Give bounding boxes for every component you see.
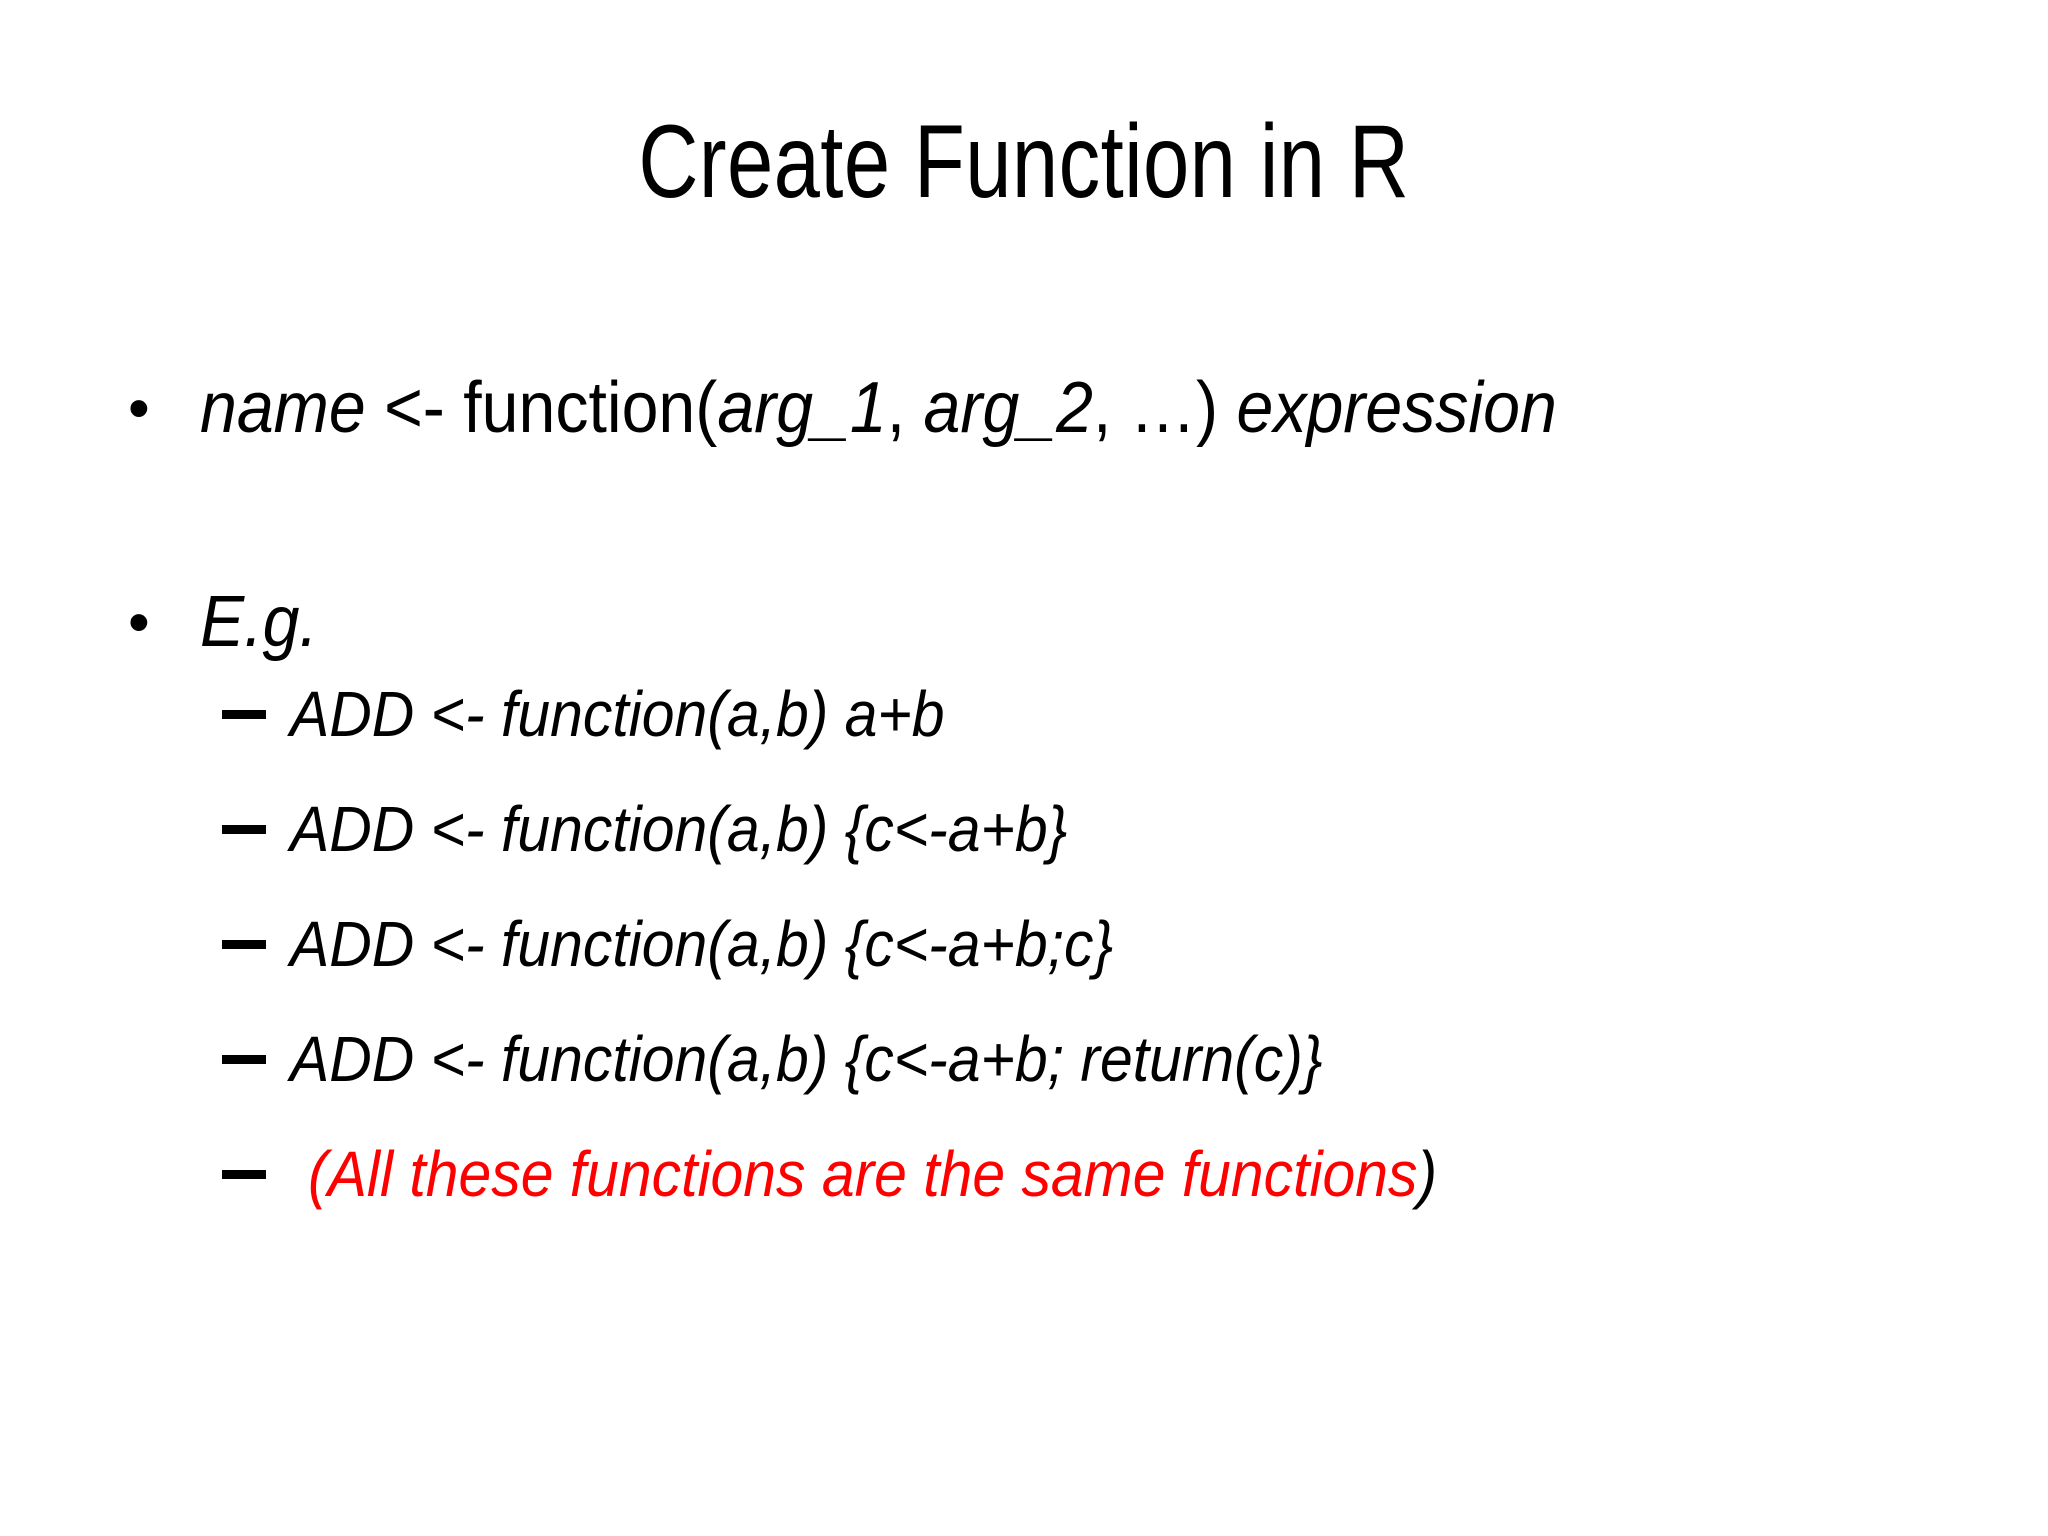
sub-bullet-item: ADD <- function(a,b) a+b bbox=[0, 682, 2048, 797]
dash-bullet-icon bbox=[222, 940, 266, 949]
body-placeholder: • name <- function(arg_1, arg_2, …) expr… bbox=[0, 372, 2048, 1257]
bullet-text-syntax: name <- function(arg_1, arg_2, …) expres… bbox=[200, 372, 1557, 444]
bullet-text-example: E.g. bbox=[200, 586, 318, 658]
sub-bullet-note-text: (All these functions are the same functi… bbox=[308, 1142, 1437, 1206]
syntax-expression-token: expression bbox=[1236, 368, 1557, 448]
syntax-assign-token: <- function( bbox=[365, 368, 718, 448]
note-red-text: (All these functions are the same functi… bbox=[308, 1138, 1418, 1210]
title-placeholder: Create Function in R bbox=[0, 104, 2048, 220]
sub-bullet-text: ADD <- function(a,b) {c<-a+b; return(c)} bbox=[290, 1023, 1323, 1095]
dash-bullet-icon bbox=[222, 1170, 266, 1179]
sub-bullet-text: ADD <- function(a,b) {c<-a+b;c} bbox=[290, 908, 1114, 980]
syntax-arg2-token: arg_2 bbox=[923, 368, 1093, 448]
example-label: E.g. bbox=[200, 582, 318, 662]
dash-bullet-icon bbox=[222, 1055, 266, 1064]
sub-bullet-item: ADD <- function(a,b) {c<-a+b; return(c)} bbox=[0, 1027, 2048, 1142]
sub-bullet-item-note: (All these functions are the same functi… bbox=[0, 1142, 2048, 1257]
syntax-arg1-token: arg_1 bbox=[717, 368, 887, 448]
sub-bullet-item: ADD <- function(a,b) {c<-a+b;c} bbox=[0, 912, 2048, 1027]
sub-bullet-item: ADD <- function(a,b) {c<-a+b} bbox=[0, 797, 2048, 912]
blank-line-spacer bbox=[0, 464, 2048, 586]
sub-bullet-list: ADD <- function(a,b) a+b ADD <- function… bbox=[0, 682, 2048, 1257]
bullet-dot-icon: • bbox=[128, 374, 150, 443]
bullet-item-example: • E.g. bbox=[0, 586, 2048, 678]
dash-bullet-icon bbox=[222, 710, 266, 719]
sub-bullet-text: ADD <- function(a,b) a+b bbox=[290, 678, 945, 750]
syntax-ellipsis-token: , …) bbox=[1092, 368, 1237, 448]
page-title: Create Function in R bbox=[638, 104, 1410, 220]
bullet-dot-icon: • bbox=[128, 588, 150, 657]
bullet-item-syntax: • name <- function(arg_1, arg_2, …) expr… bbox=[0, 372, 2048, 464]
note-closing-paren: ) bbox=[1417, 1138, 1438, 1210]
dash-bullet-icon bbox=[222, 825, 266, 834]
syntax-name-token: name bbox=[200, 368, 366, 448]
sub-bullet-text: ADD <- function(a,b) {c<-a+b} bbox=[290, 793, 1068, 865]
syntax-comma-token: , bbox=[886, 368, 924, 448]
